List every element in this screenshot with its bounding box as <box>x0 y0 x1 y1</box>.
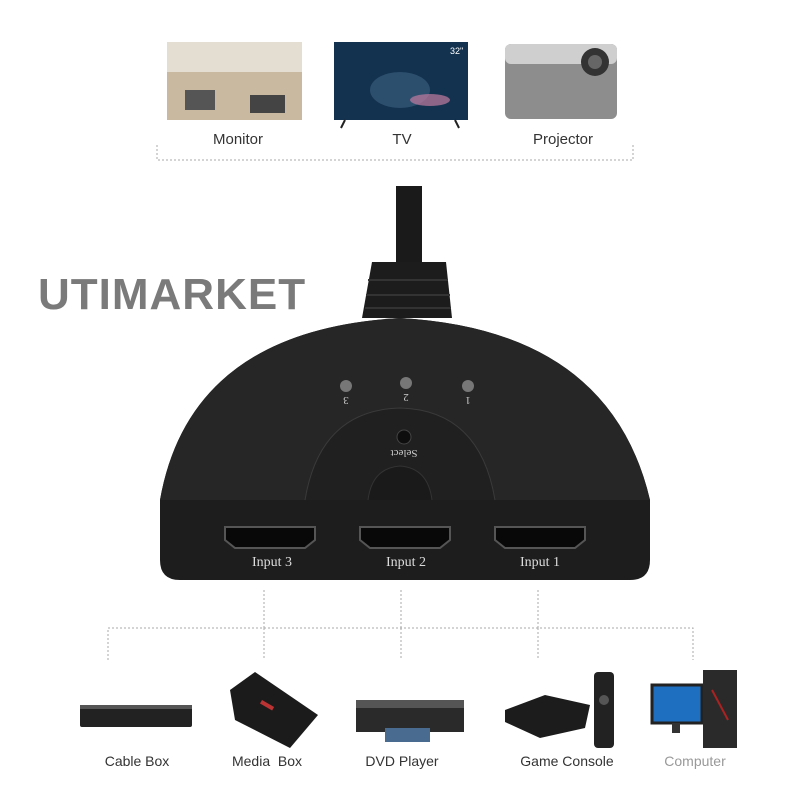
output-label-tv: TV <box>392 131 412 148</box>
dvd-player-icon <box>356 700 464 742</box>
port-label-2: Input 2 <box>386 555 426 570</box>
input-label-game-console: Game Console <box>520 753 614 769</box>
led-label-2: 2 <box>403 391 409 403</box>
hdmi-switch: 3 2 1 Select Input 3 Input 2 Input 1 <box>160 318 650 580</box>
hdmi-port-3 <box>224 526 316 549</box>
input-label-dvd-player: DVD Player <box>365 753 439 769</box>
input-label-media-box: Media Box <box>231 753 303 769</box>
led-2 <box>400 377 412 389</box>
cable-box-icon <box>80 705 192 727</box>
monitor-icon <box>167 42 302 120</box>
output-label-monitor: Monitor <box>212 131 264 148</box>
game-console-icon <box>505 672 614 748</box>
tv-size-badge: 32" <box>450 46 463 56</box>
select-button[interactable] <box>396 429 412 445</box>
input-label-cable-box: Cable Box <box>104 753 170 769</box>
select-label: Select <box>391 447 418 459</box>
led-3 <box>340 380 352 392</box>
output-label-projector: Projector <box>532 131 594 148</box>
media-box-icon <box>230 672 318 748</box>
watermark-brand: UTIMARKET <box>38 270 307 319</box>
led-label-1: 1 <box>465 394 471 406</box>
port-label-1: Input 1 <box>520 555 560 570</box>
hdmi-port-2 <box>359 526 451 549</box>
projector-icon <box>505 44 617 119</box>
computer-icon <box>650 670 737 748</box>
led-label-3: 3 <box>343 394 349 406</box>
tv-icon: 32" <box>334 42 468 129</box>
hdmi-port-1 <box>494 526 586 549</box>
led-1 <box>462 380 474 392</box>
port-label-3: Input 3 <box>252 555 292 570</box>
input-label-computer: Computer <box>664 753 726 769</box>
